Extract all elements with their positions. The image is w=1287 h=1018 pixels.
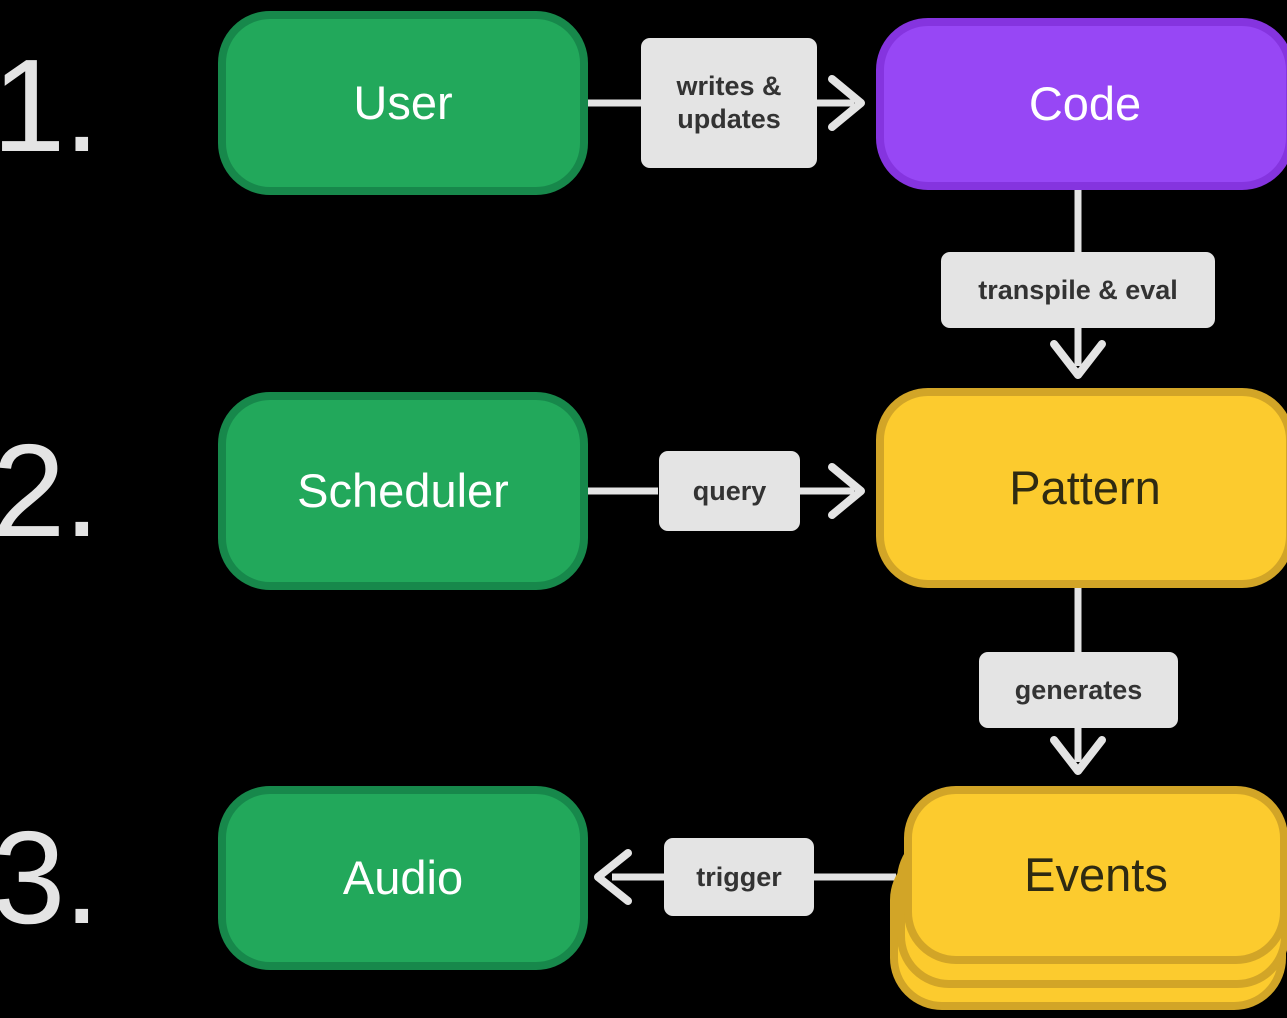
- node-scheduler-label: Scheduler: [297, 464, 509, 518]
- node-user[interactable]: User: [218, 11, 588, 195]
- node-code-label: Code: [1028, 77, 1142, 131]
- node-scheduler[interactable]: Scheduler: [218, 392, 588, 590]
- edge-label-generates: generates: [979, 652, 1178, 728]
- step-number-1: 1.: [0, 32, 100, 179]
- node-events-label: Events: [1024, 848, 1168, 902]
- edge-label-query: query: [659, 451, 800, 531]
- edge-label-transpile-eval: transpile & eval: [941, 252, 1215, 328]
- edge-label-trigger: trigger: [664, 838, 814, 916]
- node-events[interactable]: Events: [876, 786, 1287, 1018]
- node-events-stack-layer-front: Events: [904, 786, 1287, 964]
- node-pattern-label: Pattern: [1009, 461, 1161, 515]
- node-pattern[interactable]: Pattern: [876, 388, 1287, 588]
- step-number-3: 3.: [0, 804, 100, 951]
- node-code[interactable]: Code: [876, 18, 1287, 190]
- node-audio-label: Audio: [342, 851, 464, 905]
- edge-label-writes-updates: writes & updates: [641, 38, 817, 168]
- node-user-label: User: [353, 76, 453, 130]
- node-audio[interactable]: Audio: [218, 786, 588, 970]
- step-number-2: 2.: [0, 417, 100, 564]
